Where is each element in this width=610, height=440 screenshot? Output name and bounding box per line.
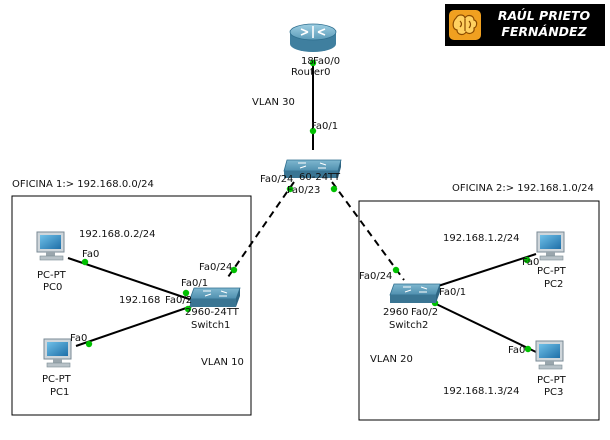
pc2-name-label: PC2 xyxy=(544,279,564,290)
switch2-name-label: Switch2 xyxy=(389,320,429,331)
sw1-port-fa01: Fa0/1 xyxy=(181,278,209,289)
vlan10-label: VLAN 10 xyxy=(201,357,244,368)
office1-area xyxy=(11,195,252,416)
pc3-port-fa0: Fa0 xyxy=(508,345,526,356)
core-port-fa023: Fa0/23 xyxy=(287,185,321,196)
switch2-icon[interactable] xyxy=(389,283,441,303)
core-port-fa024: Fa0/24 xyxy=(260,174,294,185)
link-status-dots xyxy=(81,59,532,353)
link-core-switch1 xyxy=(225,181,295,281)
pc3-type-label: PC-PT xyxy=(537,375,566,386)
router-icon[interactable] xyxy=(289,23,337,52)
pc2-icon[interactable] xyxy=(536,231,565,261)
sw2-port-fa01: Fa0/1 xyxy=(439,287,467,298)
brain-logo-icon xyxy=(449,10,481,40)
pc1-icon[interactable] xyxy=(43,338,72,368)
pc1-type-label: PC-PT xyxy=(42,374,71,385)
switch1-icon[interactable] xyxy=(189,287,241,307)
pc2-ip-label: 192.168.1.2/24 xyxy=(443,233,520,244)
pc0-port-fa0: Fa0 xyxy=(82,249,100,260)
pc0-icon[interactable] xyxy=(36,231,65,261)
switch2-model-label: 2960 xyxy=(383,307,409,318)
router-model-label: 18 xyxy=(301,56,314,67)
pc0-name-label: PC0 xyxy=(43,282,63,293)
pc1-port-fa0: Fa0 xyxy=(70,333,88,344)
logo-line1: RAÚL PRIETO xyxy=(497,8,591,23)
logo-author-name: RAÚL PRIETO FERNÁNDEZ xyxy=(486,8,602,40)
core-port-fa01: Fa0/1 xyxy=(311,121,339,132)
router-name-label: Router0 xyxy=(291,67,331,78)
pc1-ip-label: 192.168 xyxy=(119,295,161,306)
link-switch2-pc2 xyxy=(431,253,537,289)
sw1-port-fa024: Fa0/24 xyxy=(199,262,233,273)
pc3-name-label: PC3 xyxy=(544,387,564,398)
pc0-type-label: PC-PT xyxy=(37,270,66,281)
router-port-fa00: Fa0/0 xyxy=(313,56,341,67)
link-pc0-switch1 xyxy=(67,257,193,301)
core-model-label: 60-24TT xyxy=(299,172,341,183)
vlan30-label: VLAN 30 xyxy=(252,97,295,108)
office2-area xyxy=(358,200,600,421)
sw2-port-fa02: Fa0/2 xyxy=(411,307,439,318)
logo-line2: FERNÁNDEZ xyxy=(501,24,587,39)
sw2-port-fa024: Fa0/24 xyxy=(359,271,393,282)
link-core-switch2 xyxy=(331,181,405,281)
pc0-ip-label: 192.168.0.2/24 xyxy=(79,229,156,240)
pc3-ip-label: 192.168.1.3/24 xyxy=(443,386,520,397)
office1-label: OFICINA 1:> 192.168.0.0/24 xyxy=(12,179,154,190)
switch1-model-label: 2960-24TT xyxy=(185,307,239,318)
pc1-name-label: PC1 xyxy=(50,387,70,398)
author-logo: RAÚL PRIETO FERNÁNDEZ xyxy=(445,4,605,46)
pc2-type-label: PC-PT xyxy=(537,266,566,277)
sw1-port-fa02: Fa0/2 xyxy=(165,295,193,306)
office2-label: OFICINA 2:> 192.168.1.0/24 xyxy=(452,183,594,194)
core-switch-icon[interactable] xyxy=(283,159,342,178)
link-switch2-pc3 xyxy=(431,301,537,353)
switch1-name-label: Switch1 xyxy=(191,320,231,331)
pc3-icon[interactable] xyxy=(535,340,564,370)
pc2-port-fa0: Fa0 xyxy=(522,257,540,268)
link-pc1-switch1 xyxy=(75,305,193,347)
vlan20-label: VLAN 20 xyxy=(370,354,413,365)
